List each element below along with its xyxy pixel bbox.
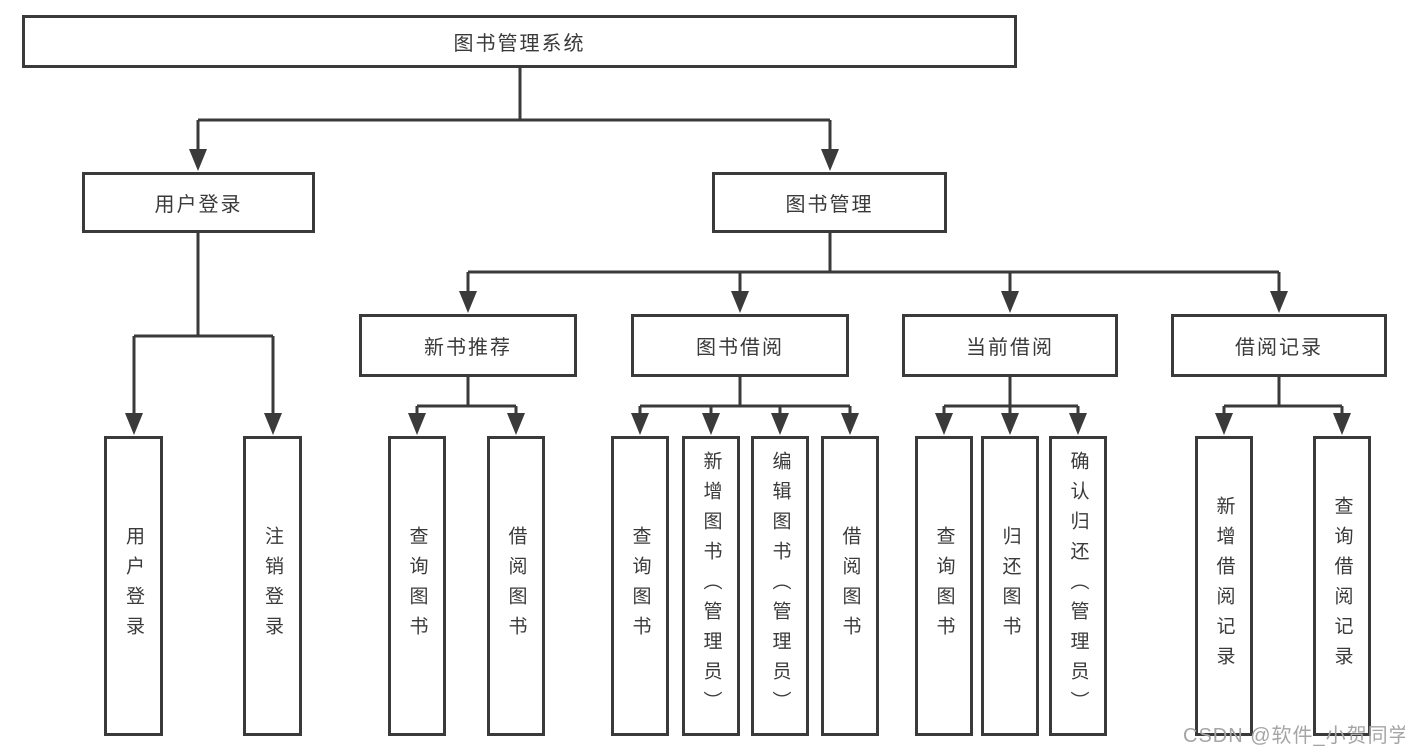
leaf-borrow-books: 借阅图书 [821, 436, 879, 736]
leaf-add-borrow-record: 新增借阅记录 [1195, 436, 1253, 736]
node-root: 图书管理系统 [22, 15, 1017, 68]
node-book-management: 图书管理 [712, 172, 947, 233]
node-user-login: 用户登录 [82, 172, 315, 233]
csdn-watermark: CSDN @软件_小贺同学 [1183, 725, 1405, 747]
leaf-user-login-label: 用户登录 [123, 526, 144, 646]
leaf-query-books-current: 查询图书 [915, 436, 973, 736]
leaf-add-books-admin-label: 新增图书（管理员） [700, 451, 722, 721]
node-book-management-label: 图书管理 [785, 194, 874, 216]
leaf-query-books-borrow-label: 查询图书 [629, 526, 651, 646]
node-borrow-records: 借阅记录 [1171, 314, 1387, 377]
leaf-query-books-recommend: 查询图书 [388, 436, 446, 736]
leaf-borrow-books-recommend: 借阅图书 [487, 436, 545, 736]
node-borrow-records-label: 借阅记录 [1235, 337, 1323, 359]
leaf-user-login: 用户登录 [104, 436, 163, 736]
leaf-borrow-books-recommend-label: 借阅图书 [505, 526, 527, 646]
node-book-borrow: 图书借阅 [631, 314, 849, 377]
leaf-query-books-borrow: 查询图书 [611, 436, 669, 736]
leaf-logout-login-label: 注销登录 [262, 526, 283, 646]
node-new-book-recommend-label: 新书推荐 [424, 337, 512, 359]
leaf-query-books-current-label: 查询图书 [933, 526, 955, 646]
leaf-borrow-books-label: 借阅图书 [839, 526, 861, 646]
node-new-book-recommend: 新书推荐 [359, 314, 577, 377]
node-user-login-label: 用户登录 [154, 194, 243, 216]
leaf-logout-login: 注销登录 [243, 436, 302, 736]
leaf-confirm-return-admin: 确认归还（管理员） [1049, 436, 1107, 736]
leaf-query-borrow-record: 查询借阅记录 [1313, 436, 1371, 736]
leaf-add-borrow-record-label: 新增借阅记录 [1213, 496, 1235, 676]
leaf-return-books: 归还图书 [981, 436, 1039, 736]
leaf-edit-books-admin: 编辑图书（管理员） [751, 436, 809, 736]
node-root-label: 图书管理系统 [453, 33, 586, 55]
arrowheads [125, 149, 1351, 435]
node-current-borrow-label: 当前借阅 [966, 337, 1054, 359]
leaf-edit-books-admin-label: 编辑图书（管理员） [769, 451, 791, 721]
leaf-confirm-return-admin-label: 确认归还（管理员） [1067, 451, 1089, 721]
leaf-query-borrow-record-label: 查询借阅记录 [1331, 496, 1353, 676]
leaf-return-books-label: 归还图书 [999, 526, 1021, 646]
node-current-borrow: 当前借阅 [902, 314, 1118, 377]
leaf-add-books-admin: 新增图书（管理员） [682, 436, 740, 736]
node-book-borrow-label: 图书借阅 [696, 337, 784, 359]
leaf-query-books-recommend-label: 查询图书 [406, 526, 428, 646]
